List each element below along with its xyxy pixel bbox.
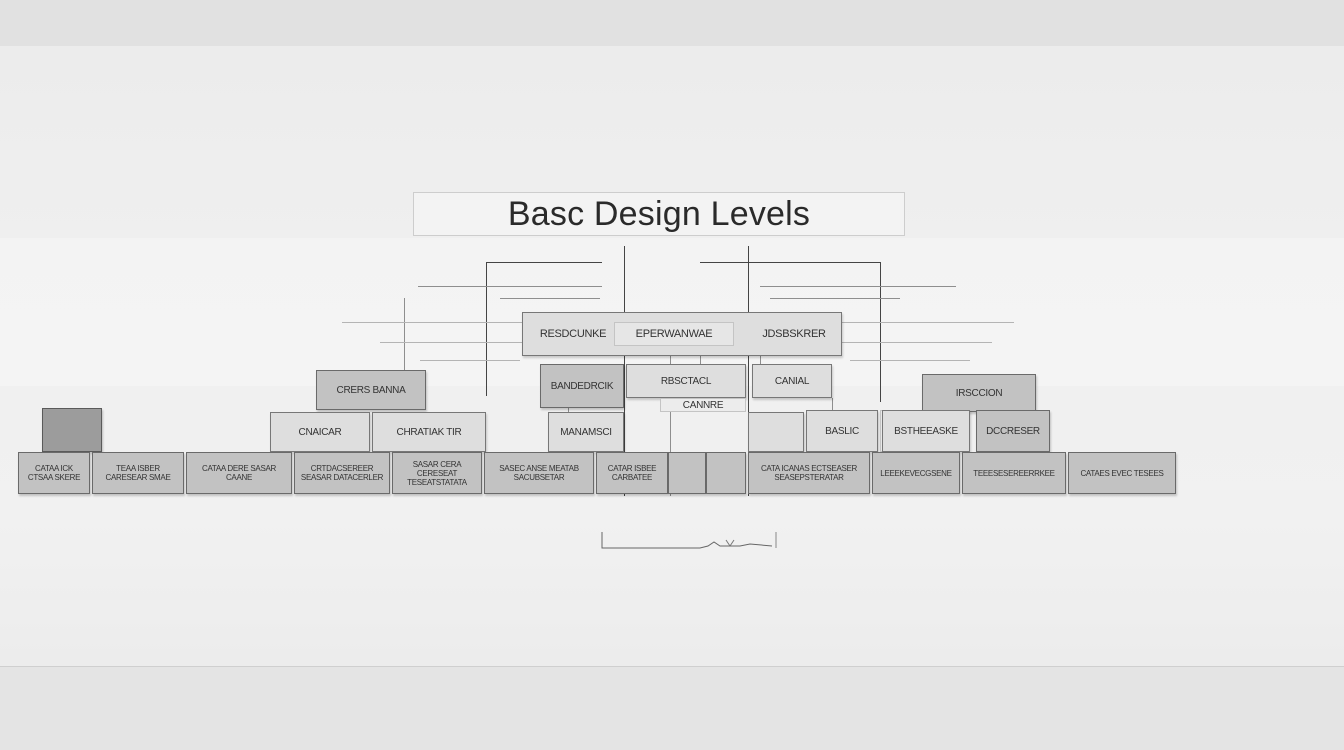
connector-line [770,298,900,299]
design-level-box: CATAA DERE SASAR CAANE [186,452,292,494]
design-level-box: CATAR ISBEE CARBATEE [596,452,668,494]
design-level-box: CANIAL [752,364,832,398]
design-level-box: CHRATIAK TIR [372,412,486,452]
design-level-box: MANAMSCI [548,412,624,452]
design-level-box: DCCRESER [976,410,1050,452]
design-level-box [748,412,804,452]
connector-line [418,286,602,287]
design-level-box: CATAA ICK CTSAA SKERE [18,452,90,494]
design-level-box: BANDEDRCIK [540,364,624,408]
design-level-box: SASAR CERA CERESEAT TESEATSTATATA [392,452,482,494]
design-level-box: TEEESESEREERRKEE [962,452,1066,494]
design-level-box: LEEEKEVECGSENE [872,452,960,494]
connector-line [420,360,520,361]
design-level-box [706,452,746,494]
design-level-box: CRTDACSEREER SEASAR DATACERLER [294,452,390,494]
connector-line [404,298,405,398]
connector-line [880,262,881,402]
top-band [0,0,1344,46]
connector-line [342,322,522,323]
connector-line [700,262,880,263]
design-level-box: CANNRE [660,398,746,412]
design-level-box: EPERWANWAE [614,322,734,346]
design-level-box: BSTHEEASKE [882,410,970,452]
connector-line [850,360,970,361]
design-level-box: TEAA ISBER CARESEAR SMAE [92,452,184,494]
diagram-title: Basc Design Levels [413,192,905,236]
design-level-box: JDSBSKRER [762,328,826,340]
connector-line [842,342,992,343]
connector-line [380,342,522,343]
design-level-box: RBSCTACL [626,364,746,398]
footnote-mark [601,532,777,549]
connector-line [748,246,749,496]
bottom-band [0,666,1344,750]
connector-line [486,262,487,396]
design-level-box: IRSCCION [922,374,1036,412]
design-level-box: CATAES EVEC TESEES [1068,452,1176,494]
design-level-box [668,452,706,494]
design-level-box: SASEC ANSE MEATAB SACUBSETAR [484,452,594,494]
connector-line [842,322,1014,323]
design-level-box: CNAICAR [270,412,370,452]
design-level-box: RESDCUNKE [539,328,607,340]
design-level-box: BASLIC [806,410,878,452]
connector-line [500,298,600,299]
connector-line [760,286,956,287]
connector-line [670,356,671,496]
design-level-box [42,408,102,452]
connector-line [624,246,625,496]
design-level-box: CRERS BANNA [316,370,426,410]
connector-line [486,262,602,263]
design-level-box: CATA ICANAS ECTSEASER SEASEPSTERATAR [748,452,870,494]
